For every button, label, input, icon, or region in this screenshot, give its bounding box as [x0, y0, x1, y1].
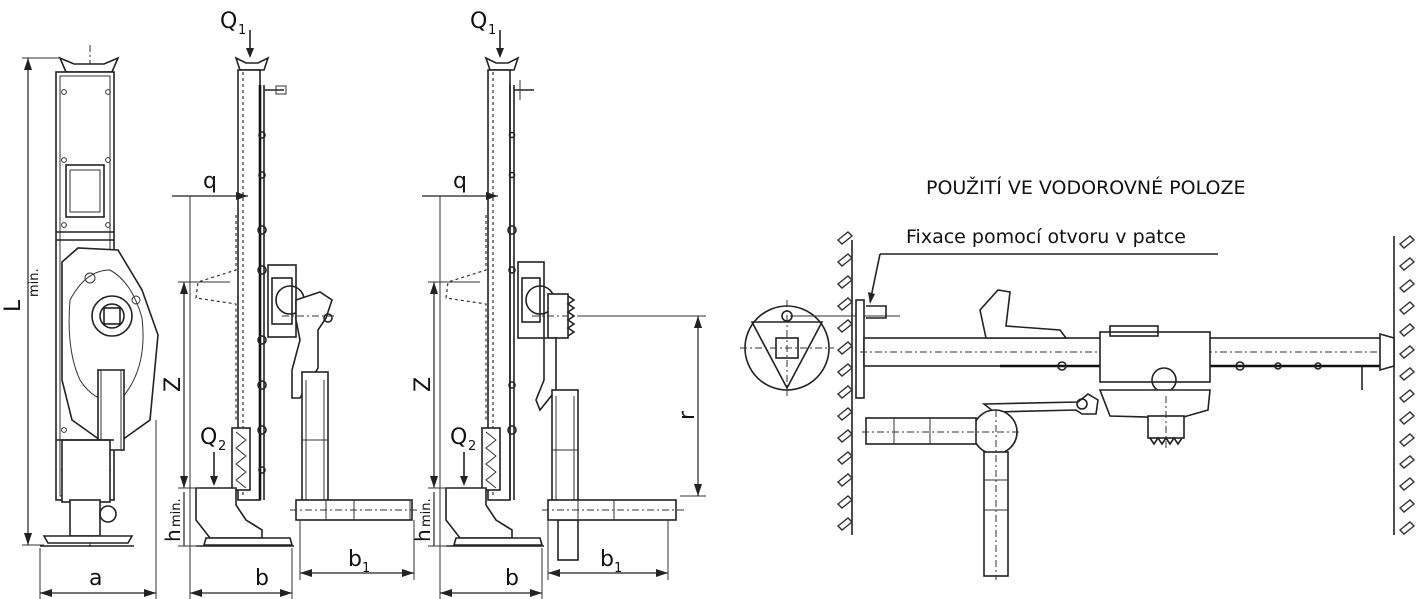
h-sub-1: min. [169, 498, 184, 527]
side-view-1 [172, 30, 420, 599]
b1-sub-2: 1 [614, 561, 622, 576]
dim-L-label: L [1, 299, 26, 312]
side-view-2 [422, 30, 706, 599]
h-label-2: h [411, 529, 435, 542]
left-wall-hatching [836, 231, 854, 531]
b1-sub-1: 1 [362, 561, 370, 576]
q2-label-1: Q [200, 425, 217, 450]
front-view [22, 45, 159, 599]
horizontal-use-title: POUŽITÍ VE VODOROVNÉ POLOZE [926, 176, 1245, 199]
horizontal-view [740, 231, 1416, 580]
b1-label-1: b [348, 547, 362, 572]
h-sub-2: min. [419, 498, 434, 527]
b1-label-2: b [600, 547, 614, 572]
r-label: r [675, 410, 700, 420]
z-label-1: Z [161, 377, 186, 392]
q-label-2: q [453, 169, 467, 194]
q-label-1: q [203, 169, 217, 194]
z-label-2: Z [411, 377, 436, 392]
q1-sub-1: 1 [238, 23, 246, 38]
q2-label-2: Q [450, 425, 467, 450]
q1-sub-2: 1 [488, 23, 496, 38]
dim-L-sub: min. [27, 268, 42, 297]
q1-label-1: Q [220, 9, 237, 34]
h-label-1: h [161, 529, 185, 542]
q2-sub-2: 2 [468, 439, 476, 454]
right-wall-hatching [1398, 235, 1416, 535]
q2-sub-1: 2 [218, 439, 226, 454]
fixation-note: Fixace pomocí otvoru v patce [906, 226, 1186, 248]
b-label-1: b [255, 566, 269, 591]
rack-teeth-2 [507, 131, 517, 435]
dim-a-label: a [89, 566, 102, 591]
q1-label-2: Q [470, 9, 487, 34]
b-label-2: b [505, 566, 519, 591]
rack-teeth-1 [257, 131, 267, 474]
